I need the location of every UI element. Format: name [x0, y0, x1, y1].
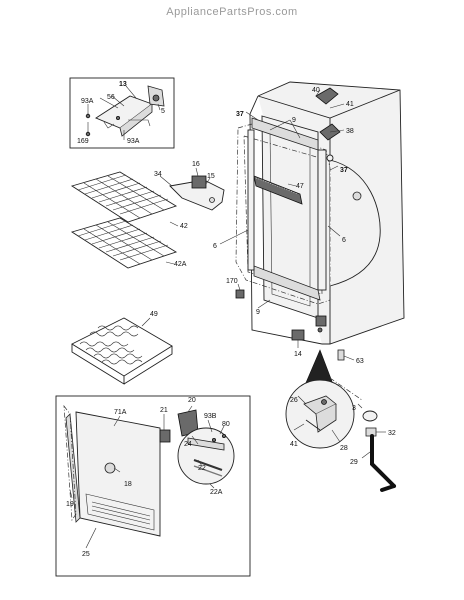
label-93B: 93B	[204, 413, 217, 420]
label-56: 56	[107, 94, 115, 101]
label-15: 15	[207, 173, 215, 180]
detail-circle-hinge: 26 41 28	[285, 349, 355, 452]
detail-inset-door: 71A 20 21 93B 80 24 22 22A 18 19 25	[55, 395, 251, 577]
wire-shelf-42A: 42A	[70, 217, 187, 269]
label-28: 28	[340, 445, 348, 452]
label-20: 20	[188, 397, 196, 404]
basket-49: 49	[71, 311, 173, 385]
label-16: 16	[192, 161, 200, 168]
part-170: 170	[226, 278, 245, 299]
label-14: 14	[294, 351, 302, 358]
label-93A: 93A	[81, 98, 94, 105]
label-37: 37	[236, 111, 244, 118]
label-24: 24	[184, 441, 192, 448]
label-49: 49	[150, 311, 158, 318]
watermark: AppliancePartsPros.com	[166, 6, 298, 18]
label-42A: 42A	[174, 261, 187, 268]
label-9-bottom: 9	[256, 309, 260, 316]
label-6: 6	[213, 243, 217, 250]
label-32: 32	[388, 430, 396, 437]
part-63: 63	[337, 349, 364, 365]
label-9: 9	[292, 117, 296, 124]
label-21: 21	[160, 407, 168, 414]
label-29: 29	[350, 459, 358, 466]
label-37-right: 37	[340, 167, 348, 174]
door-shelf-bracket: 16 15 34	[154, 161, 225, 211]
parts-3-32-29: 3 32 29	[329, 377, 396, 492]
label-41-detail: 41	[290, 441, 298, 448]
label-63: 63	[356, 358, 364, 365]
label-22A: 22A	[210, 489, 223, 496]
label-6-right: 6	[342, 237, 346, 244]
label-3: 3	[352, 405, 356, 412]
label-25: 25	[82, 551, 90, 558]
label-34: 34	[154, 171, 162, 178]
label-47: 47	[296, 183, 304, 190]
wire-shelf-42: 42	[70, 171, 188, 230]
detail-inset-hinge: 13 56 93A 5 169 93A	[69, 77, 175, 149]
label-80: 80	[222, 421, 230, 428]
label-38: 38	[346, 128, 354, 135]
part-14: 14	[291, 329, 305, 358]
freezer-cabinet: 37 37 9 9 47 6 6 40 41 38	[213, 81, 405, 345]
label-40: 40	[312, 87, 320, 94]
label-71A: 71A	[114, 409, 127, 416]
label-26: 26	[290, 397, 298, 404]
label-13: 13	[119, 81, 127, 88]
label-22: 22	[198, 465, 206, 472]
label-18: 18	[124, 481, 132, 488]
label-5: 5	[161, 108, 165, 115]
label-19: 19	[66, 501, 74, 508]
label-170: 170	[226, 278, 238, 285]
label-169: 169	[77, 138, 89, 145]
label-41: 41	[346, 101, 354, 108]
label-93A-lower: 93A	[127, 138, 140, 145]
label-42: 42	[180, 223, 188, 230]
